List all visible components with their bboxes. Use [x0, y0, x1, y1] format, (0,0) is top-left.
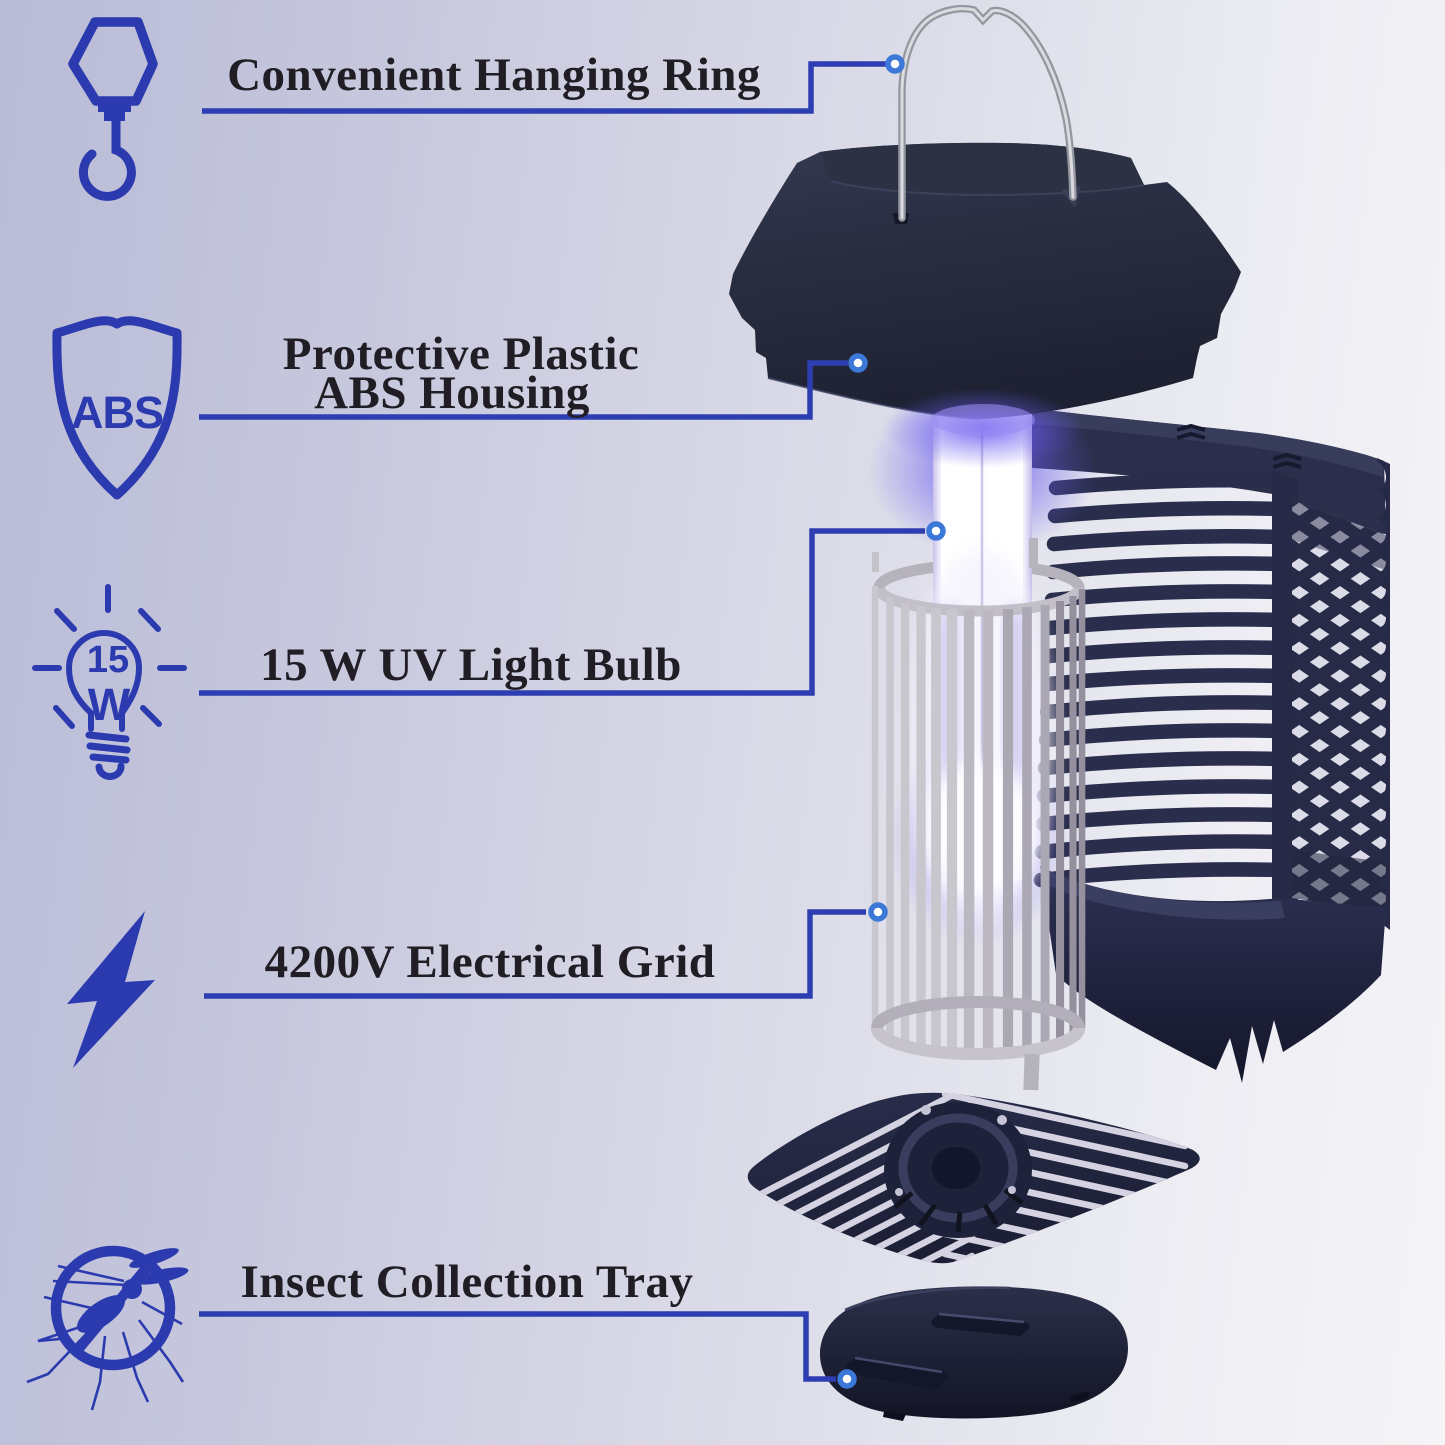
- svg-text:Convenient Hanging Ring: Convenient Hanging Ring: [227, 49, 761, 101]
- svg-text:Protective Plastic: Protective Plastic: [283, 328, 640, 380]
- svg-text:ABS: ABS: [71, 387, 163, 438]
- svg-text:ABS Housing: ABS Housing: [314, 367, 590, 419]
- svg-text:15: 15: [87, 639, 129, 681]
- svg-text:15 W UV Light Bulb: 15 W UV Light Bulb: [260, 639, 682, 691]
- svg-text:4200V Electrical Grid: 4200V Electrical Grid: [265, 936, 716, 988]
- svg-text:W: W: [88, 679, 131, 730]
- svg-text:Insect Collection Tray: Insect Collection Tray: [240, 1256, 693, 1308]
